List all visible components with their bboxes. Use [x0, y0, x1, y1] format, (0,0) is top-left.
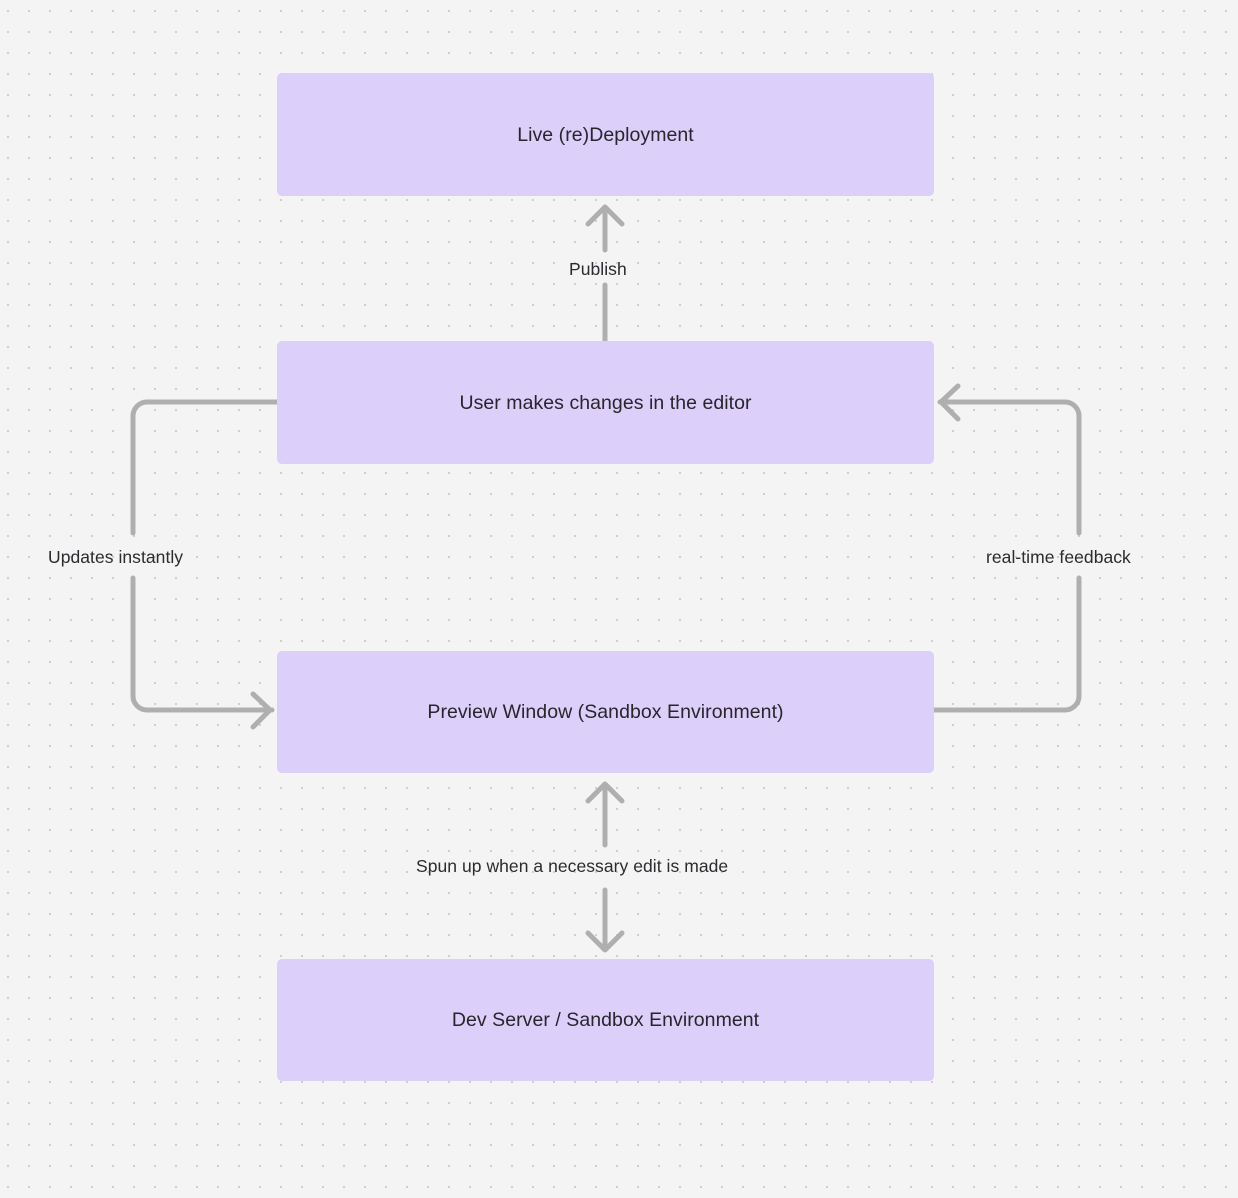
edge-label-real-time-feedback: real-time feedback	[986, 547, 1131, 567]
node-live-redeployment-label: Live (re)Deployment	[517, 123, 694, 146]
node-dev-server-sandbox[interactable]: Dev Server / Sandbox Environment	[277, 959, 934, 1081]
node-live-redeployment[interactable]: Live (re)Deployment	[277, 73, 934, 196]
edge-label-updates-instantly: Updates instantly	[48, 547, 184, 567]
node-preview-window-label: Preview Window (Sandbox Environment)	[427, 701, 784, 723]
node-user-makes-changes-label: User makes changes in the editor	[459, 391, 752, 414]
node-user-makes-changes[interactable]: User makes changes in the editor	[277, 341, 934, 464]
edge-label-spun-up: Spun up when a necessary edit is made	[416, 856, 729, 876]
edge-label-publish: Publish	[569, 259, 627, 279]
node-dev-server-sandbox-label: Dev Server / Sandbox Environment	[451, 1009, 760, 1031]
node-preview-window[interactable]: Preview Window (Sandbox Environment)	[277, 651, 934, 773]
